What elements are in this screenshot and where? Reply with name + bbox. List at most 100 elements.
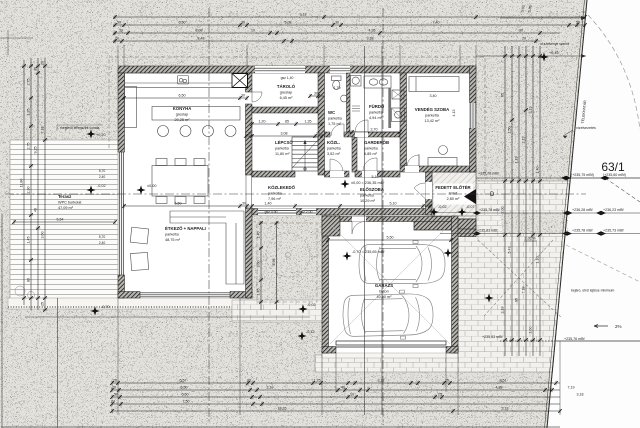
annot-lejtes-2-02: 2,02% <box>524 236 536 241</box>
annot-terasz-ny-1: 5,70 <box>99 169 106 173</box>
room-area-etkezo-nappali: 48,75 m² <box>165 238 181 242</box>
room-material-eloszoba: parketta <box>360 194 375 198</box>
annot-dim-3-40: 3,40 <box>430 94 437 98</box>
dashed-diag-2 <box>604 177 640 203</box>
room-name-vendeg-szoba: VENDÉG SZOBA <box>415 107 449 112</box>
annot-szint-235-78-a: +235,78 mBf <box>478 172 498 176</box>
annot-dim-1-70: 1,70 <box>334 86 341 90</box>
kitchen-counter-top <box>124 72 233 88</box>
window-north-tarolo <box>255 66 305 73</box>
tree-trunk <box>285 252 291 258</box>
wall-garage-north <box>339 216 452 222</box>
annot-szint-235-75: (+235,75 mBf) <box>571 173 594 177</box>
wall-garage-east <box>451 215 459 354</box>
level-marker-terep-bal: -0,70 <box>90 305 110 316</box>
car-1-rear-window <box>376 246 381 282</box>
annot-szint-235-63: +235,63 mBf <box>482 335 502 339</box>
annot-szint-236-23: +236,23 mBf <box>603 208 623 212</box>
terrace-decking <box>9 139 119 301</box>
slope-arrow-2pct <box>593 324 608 328</box>
room-area-kozl: 3,52 m² <box>327 152 341 156</box>
roof-overhang-outline <box>108 56 486 176</box>
dim-label: 85 <box>285 120 289 124</box>
level-marker-garazs-szint: -0,70 = 235,65 mBf <box>342 250 385 261</box>
dim-label: 3,18 <box>501 307 505 314</box>
bath-sink-1 <box>368 78 378 86</box>
car-1-mirror-a <box>412 240 419 244</box>
annot-gsz-2-00: gsz 2,00 <box>300 210 313 214</box>
annot-bejaro: bejáró, útról lejtése minimum <box>571 289 615 293</box>
wall-garage-south-a <box>321 346 337 354</box>
dim-label: 3,12 <box>502 407 509 411</box>
dim-label: 30 <box>34 67 38 71</box>
annot-ut-szelveny: út szelvénye szerint <box>540 42 569 46</box>
annot-dim-5-85: 5,85 <box>527 5 533 13</box>
wc-basin <box>340 94 348 103</box>
dim-label: 5,43 <box>508 247 512 254</box>
room-material-kozlekedo: parketta <box>268 192 283 196</box>
dim-label: 70 <box>112 386 116 390</box>
dim-label: 1,45 <box>27 237 31 244</box>
level-marker-eloter-szint: -0,02 <box>429 205 447 217</box>
dim-label: 30 <box>241 94 245 98</box>
car-2-mirror-b <box>400 335 406 340</box>
bath-radiator-2 <box>391 89 405 100</box>
dim-label: 8,51 <box>500 379 507 383</box>
level-label-terep-bal: -0,70 <box>101 305 110 309</box>
room-area-furdo: 4,94 m² <box>369 116 383 120</box>
dim-label: 9,18 <box>300 13 307 17</box>
car-2-side-b <box>365 330 404 332</box>
guest-chair <box>438 145 448 155</box>
site-boundary <box>440 0 640 428</box>
dim-label: 2,75 <box>27 79 31 86</box>
dim-row-furdo-dim: 2,70 <box>349 128 403 135</box>
interior-doors <box>251 91 426 235</box>
level-marker-terasz-szint: -0,02 <box>86 184 106 195</box>
dim-label: 3,60 <box>41 232 45 239</box>
armchair-2 <box>130 252 149 271</box>
section-lines <box>5 8 586 425</box>
dim-label: 24 <box>111 400 115 404</box>
dim-label: 1,25 <box>314 379 321 383</box>
dim-label: 2,75 <box>27 143 31 150</box>
room-name-kozlekedo: KÖZLEKEDŐ <box>268 185 296 190</box>
annot-lejtes-2: 2% <box>615 324 622 329</box>
road-curve-dashed <box>587 14 640 131</box>
wall-divider-upper-b <box>245 103 253 176</box>
bath-counter <box>363 75 392 89</box>
room-name-konyha: KONYHA <box>173 106 192 111</box>
level-label-garazs-szint: -0,70 = 235,65 mBf <box>352 250 385 254</box>
wc-bowl <box>332 80 341 90</box>
shrub-1 <box>14 285 26 297</box>
furniture <box>124 72 460 285</box>
dim-label: 18,26 <box>278 407 287 411</box>
level-label-terep-garazs-bal2: -0,12 <box>306 330 315 334</box>
wall-south-living-left <box>117 291 141 299</box>
room-name-furdo: FÜRDŐ <box>369 104 385 109</box>
wall-west-upper <box>117 72 125 153</box>
car-1-mirror-b <box>412 284 419 288</box>
wall-corridor-north-a <box>251 170 296 178</box>
wall-furdo-west <box>346 72 351 133</box>
window-north-wc <box>330 66 350 73</box>
dim-row-top-1: 9,18 <box>112 13 588 20</box>
car-1-windshield <box>415 245 423 283</box>
level-marker-utcai-szint: +0,45 <box>539 51 559 62</box>
level-label-terasz-szint: -0,02 <box>97 184 106 188</box>
dim-col-left-0: 11,80 <box>20 60 27 305</box>
room-material-etkezo-nappali: parketta <box>165 233 180 237</box>
guest-desk <box>427 157 458 167</box>
window-west-glazing <box>118 152 124 275</box>
room-name-etkezo-nappali: ÉTKEZŐ + NAPPALI <box>165 226 206 231</box>
level-label-eloter-szint: -0,02 <box>438 205 447 209</box>
wall-kozl-garderob <box>351 131 358 173</box>
dim-col-court-2: 5,95 <box>272 220 279 310</box>
annot-dim-5-03: 5,03 <box>520 5 526 13</box>
sofa <box>169 210 245 285</box>
vizelvezetes-arrow <box>563 135 568 139</box>
